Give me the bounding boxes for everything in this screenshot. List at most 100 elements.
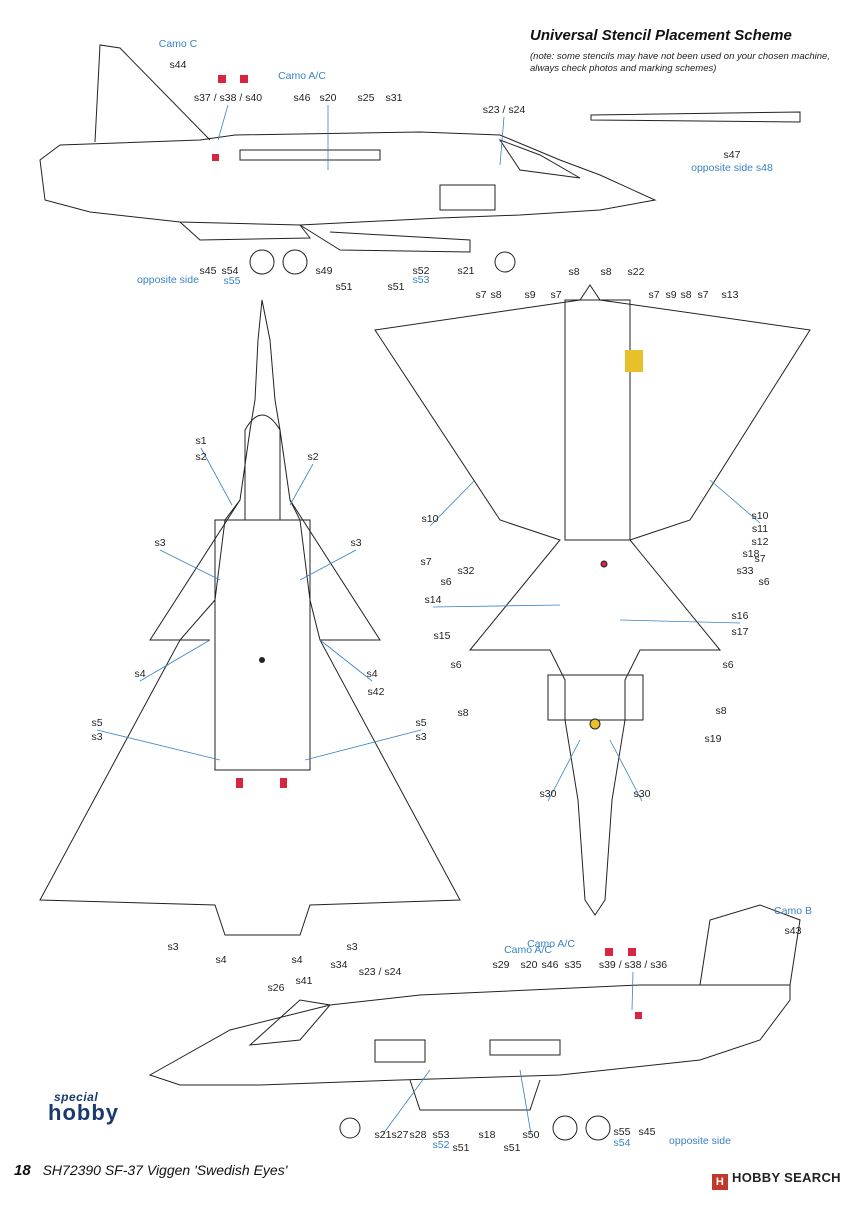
side-view-top-probe (590, 111, 801, 123)
top-view-right-canard (289, 499, 381, 641)
leader-line-9 (319, 639, 373, 682)
stencil-label-62: s8 (715, 705, 726, 717)
stencil-red-3 (212, 154, 219, 161)
stencil-label-78: s28 (410, 1129, 427, 1141)
stencil-label-69: s20 (521, 959, 538, 971)
leader-line-12 (429, 479, 476, 527)
stencil-label-52: s33 (737, 565, 754, 577)
stencil-red-8 (635, 1012, 642, 1019)
stencil-label-35: s7 (550, 289, 561, 301)
side-view-bottom-fuselage (148, 984, 791, 1086)
stencil-note-label-5: s55 (224, 275, 241, 287)
stencil-label-82: s55 (614, 1126, 631, 1138)
stencil-label-24: s5 (91, 717, 102, 729)
side-view-top-pod (299, 224, 471, 253)
side-view-bottom-nosewheel (339, 1117, 361, 1139)
side-view-bottom-pod (409, 1079, 541, 1111)
stencil-label-73: s23 / s24 (359, 966, 402, 978)
leader-line-1 (217, 104, 229, 141)
side-view-bottom-panel-row (489, 1039, 561, 1056)
stencil-red-1 (218, 75, 226, 83)
stencil-label-39: s7 (648, 289, 659, 301)
stencil-label-42: s7 (697, 289, 708, 301)
side-view-bottom-canopy (248, 999, 331, 1046)
stencil-note-label-2: Camo A/C (278, 70, 326, 82)
stencil-label-11: s49 (316, 265, 333, 277)
stencil-label-23: s42 (368, 686, 385, 698)
stencil-label-80: s18 (479, 1129, 496, 1141)
stencil-label-31: s4 (291, 954, 302, 966)
stencil-label-5: s25 (358, 92, 375, 104)
stencil-label-19: s3 (154, 537, 165, 549)
leader-line-8 (139, 639, 211, 682)
stencil-label-70: s46 (542, 959, 559, 971)
stencil-label-83: s45 (639, 1126, 656, 1138)
stencil-label-37: s8 (600, 266, 611, 278)
leader-line-6 (159, 549, 221, 581)
stencil-label-79: s53 (433, 1129, 450, 1141)
stencil-label-45: s10 (752, 510, 769, 522)
stencil-label-72: s34 (331, 959, 348, 971)
top-view-outline (39, 299, 461, 936)
stencil-label-54: s6 (758, 576, 769, 588)
stencil-label-21: s4 (134, 668, 145, 680)
leader-line-15 (619, 619, 741, 624)
stencil-note-label-11: s54 (614, 1137, 631, 1149)
page-title: Universal Stencil Placement Scheme (530, 27, 792, 44)
stencil-note-label-8: Camo B (774, 905, 812, 917)
stencil-label-33: s8 (490, 289, 501, 301)
stencil-label-53: s6 (440, 576, 451, 588)
stencil-label-71: s35 (565, 959, 582, 971)
stencil-label-40: s9 (665, 289, 676, 301)
stencil-red-4 (236, 778, 243, 788)
leader-line-10 (96, 729, 221, 761)
stencil-label-38: s22 (628, 266, 645, 278)
stencil-label-85: s51 (504, 1142, 521, 1154)
leader-line-14 (432, 604, 561, 608)
stencil-label-75: s26 (268, 982, 285, 994)
stencil-label-20: s3 (350, 537, 361, 549)
page-footer: 18 SH72390 SF-37 Viggen 'Swedish Eyes' (14, 1162, 287, 1179)
stencil-label-16: s1 (195, 435, 206, 447)
stencil-red-5 (280, 778, 287, 788)
stencil-label-66: s43 (785, 925, 802, 937)
stencil-label-25: s5 (415, 717, 426, 729)
leader-line-3 (499, 116, 505, 166)
stencil-note-label-9: Camo A/C (504, 944, 552, 956)
stencil-label-64: s30 (540, 788, 557, 800)
stencil-label-34: s9 (524, 289, 535, 301)
stencil-label-15: s21 (458, 265, 475, 277)
side-view-bottom-wheel1 (552, 1115, 578, 1141)
stencil-label-32: s7 (475, 289, 486, 301)
side-view-top-panel (439, 184, 496, 211)
stencil-label-74: s41 (296, 975, 313, 987)
stencil-note-label-4: opposite side (137, 274, 199, 286)
leader-line-18 (631, 971, 634, 1011)
stencil-label-67: s39 / s38 / s36 (599, 959, 667, 971)
stencil-label-22: s4 (366, 668, 377, 680)
stencil-label-57: s15 (434, 630, 451, 642)
stencil-note-label-1: Camo C (159, 38, 198, 50)
stencil-note-label-12: opposite side (669, 1135, 731, 1147)
logo-line2: hobby (48, 1100, 119, 1125)
stencil-label-12: s51 (336, 281, 353, 293)
leader-line-5 (289, 463, 314, 506)
leader-line-7 (299, 549, 357, 581)
stencil-label-60: s6 (722, 659, 733, 671)
stencil-label-36: s8 (568, 266, 579, 278)
stencil-label-76: s21 (375, 1129, 392, 1141)
stencil-label-58: s17 (732, 626, 749, 638)
stencil-note-label-6: s53 (413, 274, 430, 286)
bottom-view-rear-panels (547, 674, 644, 721)
stencil-label-41: s8 (680, 289, 691, 301)
stencil-label-51: s32 (458, 565, 475, 577)
stencil-label-27: s3 (415, 731, 426, 743)
stencil-label-47: s12 (752, 536, 769, 548)
stencil-red-7 (628, 948, 636, 956)
leader-line-11 (304, 729, 422, 761)
top-view-canopy (244, 414, 281, 521)
stencil-label-43: s13 (722, 289, 739, 301)
stencil-label-56: s16 (732, 610, 749, 622)
